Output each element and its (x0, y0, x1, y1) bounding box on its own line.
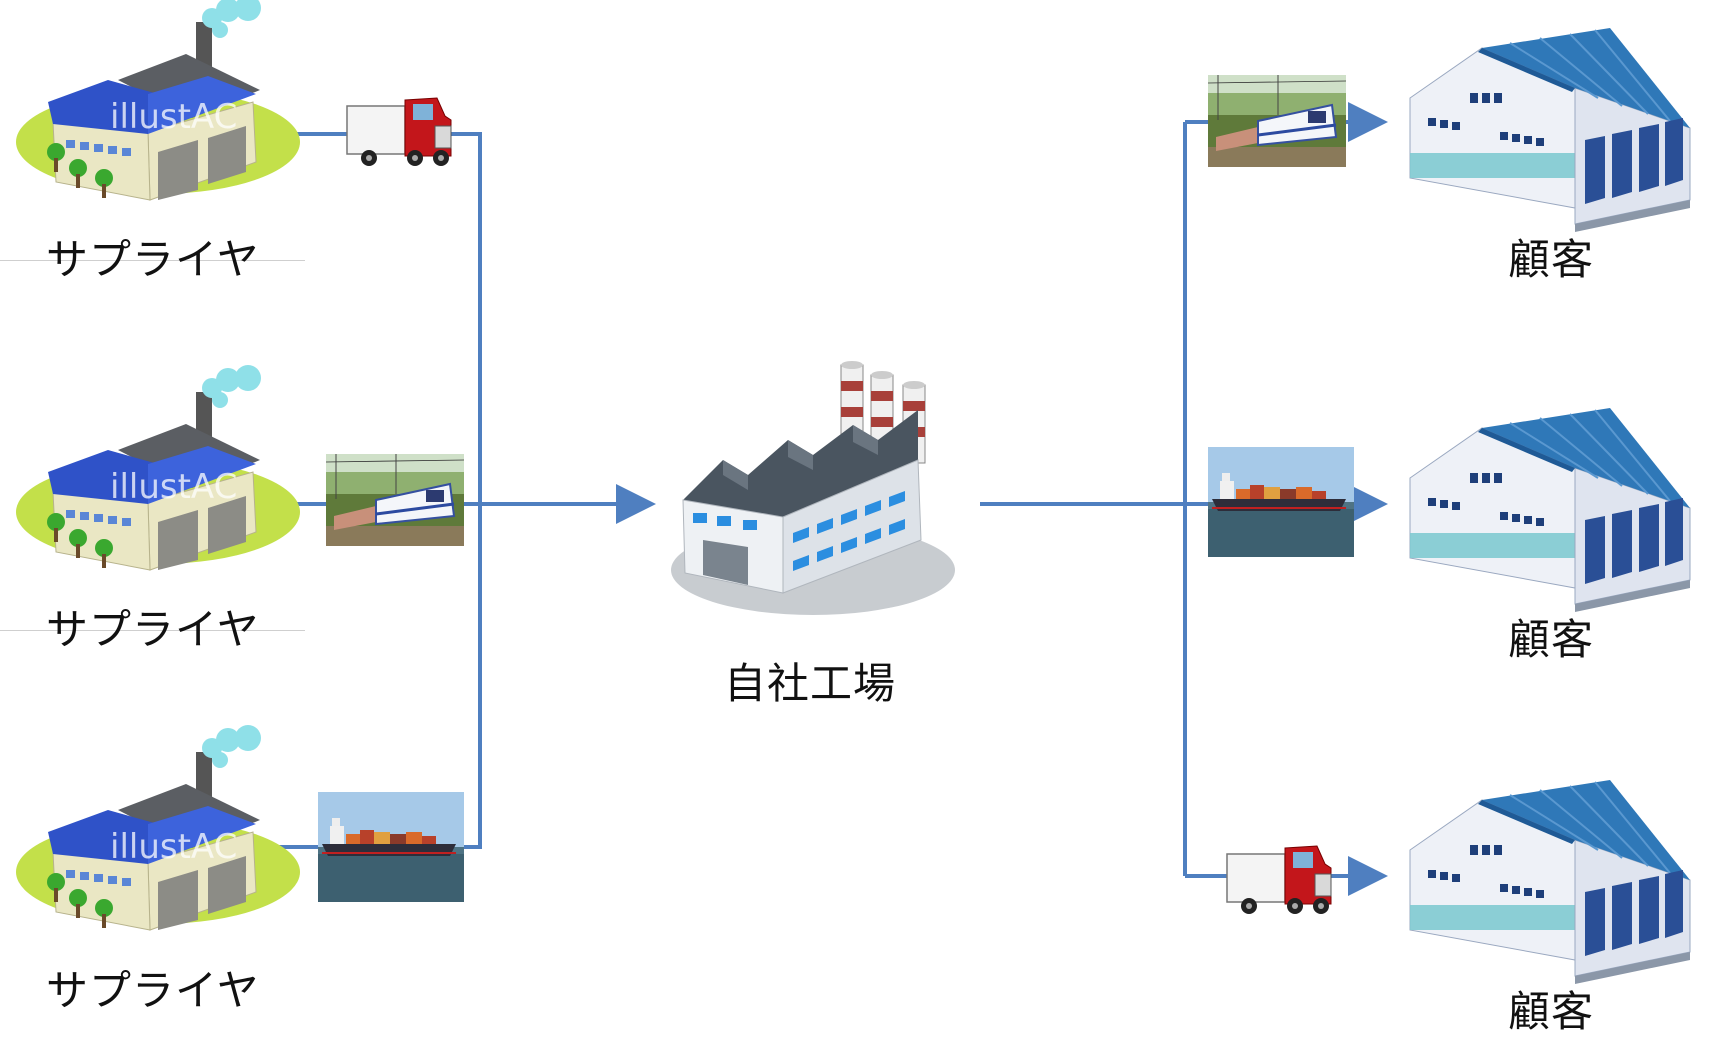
customer-label-1: 顧客 (1508, 235, 1595, 284)
divider (0, 630, 305, 631)
own-factory-icon (670, 360, 956, 616)
customer-label-3: 顧客 (1508, 987, 1595, 1036)
warehouse-icon (1409, 27, 1691, 233)
supplier-node-2: illustAC (15, 364, 301, 571)
warehouse-icon (1409, 407, 1691, 613)
connector-supplier-1 (278, 132, 482, 520)
watermark: illustAC (110, 827, 237, 867)
watermark: illustAC (110, 97, 237, 137)
factory-label: 自社工場 (724, 659, 897, 708)
supplier-node-3: illustAC (15, 724, 301, 931)
truck-icon (1226, 845, 1332, 915)
supplier-label-1: サプライヤ (46, 235, 260, 284)
freight-train-photo (324, 452, 466, 548)
supplier-label-2: サプライヤ (46, 605, 260, 654)
container-ship-photo (318, 792, 464, 902)
supplier-label-3: サプライヤ (46, 966, 260, 1015)
supplier-node-1: illustAC (15, 0, 301, 201)
warehouse-icon (1409, 779, 1691, 985)
divider (0, 260, 305, 261)
watermark: illustAC (110, 467, 237, 507)
customer-label-2: 顧客 (1508, 615, 1595, 664)
freight-train-photo (1206, 73, 1348, 169)
container-ship-photo (1208, 447, 1354, 557)
truck-icon (346, 97, 452, 167)
